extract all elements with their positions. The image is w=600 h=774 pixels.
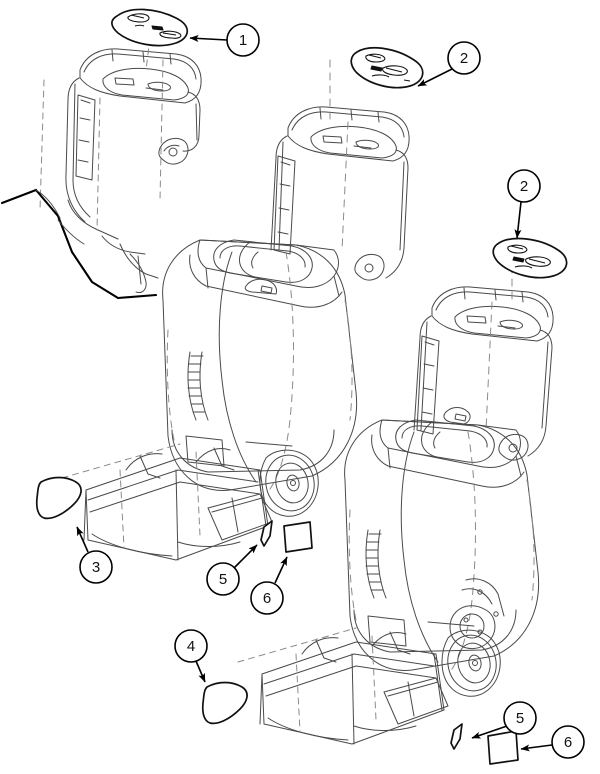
callout-6b[interactable]: 6 — [520, 725, 585, 759]
callout-5a-label: 5 — [219, 571, 227, 588]
shield-decal-left — [35, 476, 82, 520]
rect-label-right — [487, 730, 519, 765]
shield-decal-lower — [201, 681, 248, 725]
callout-4[interactable]: 4 — [174, 629, 208, 683]
oval-decal-center-top — [350, 47, 424, 89]
callout-5b[interactable]: 5 — [471, 701, 537, 739]
callout-2a-label: 2 — [460, 50, 468, 67]
callout-1-label: 1 — [239, 32, 247, 49]
oval-decal-upper-left — [111, 8, 189, 47]
callout-3-label: 3 — [92, 559, 100, 576]
callout-5a[interactable]: 5 — [206, 544, 258, 596]
machine-handle-detail — [0, 37, 202, 300]
machine-center — [61, 59, 410, 561]
callout-2a[interactable]: 2 — [417, 41, 481, 87]
callout-2b-label: 2 — [520, 178, 528, 195]
callout-5b-label: 5 — [516, 710, 524, 727]
callout-6a[interactable]: 6 — [250, 556, 288, 615]
callout-3[interactable]: 3 — [76, 526, 113, 584]
detached-parts — [35, 8, 568, 765]
callout-4-label: 4 — [187, 638, 195, 655]
small-tab-part-center — [260, 520, 273, 547]
callout-balloons: 1 2 2 3 4 — [76, 23, 585, 759]
machine-right — [237, 239, 554, 745]
callout-2b[interactable]: 2 — [507, 169, 541, 239]
callout-6b-label: 6 — [564, 734, 572, 751]
small-tab-part-right — [450, 723, 463, 750]
machine-illustrations — [0, 37, 554, 745]
rect-label-center — [283, 521, 313, 553]
callout-6a-label: 6 — [263, 590, 271, 607]
callout-1[interactable]: 1 — [189, 23, 260, 57]
oval-decal-right — [492, 237, 568, 279]
